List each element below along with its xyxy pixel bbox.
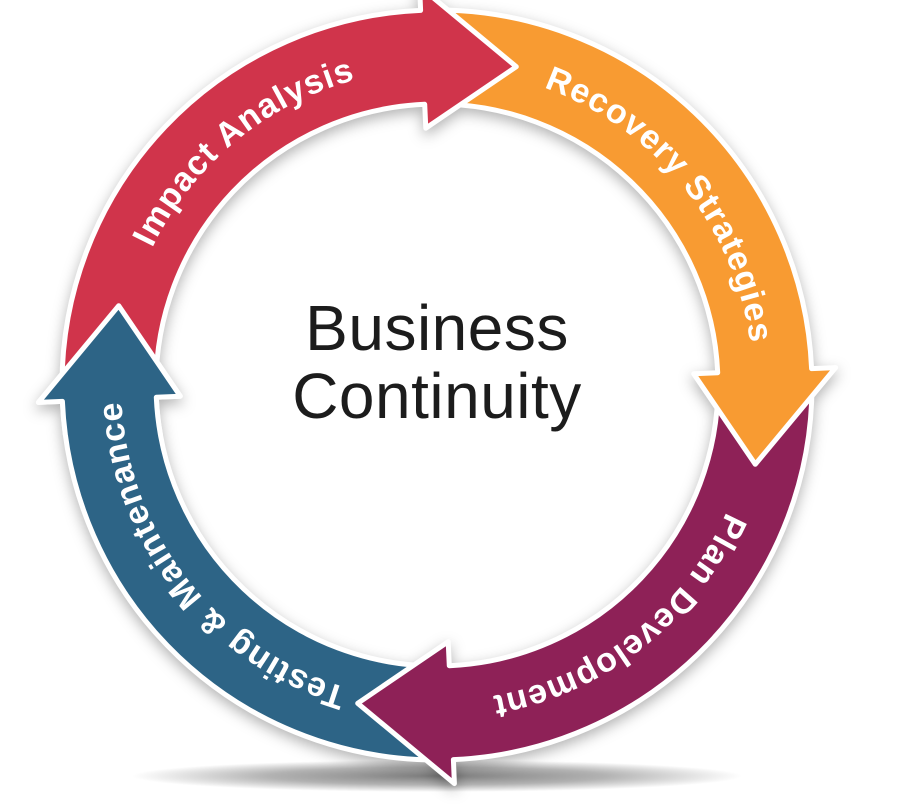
segment-impact-analysis (59, 0, 519, 391)
testing-maintenance-arrowhead-icon (35, 303, 183, 435)
diagram-title-line1: Business (305, 292, 569, 364)
segment-recovery-strategies (431, 7, 839, 467)
diagram-title-line2: Continuity (292, 360, 582, 432)
segment-plan-development (355, 379, 815, 787)
ground-shadow (132, 760, 742, 792)
